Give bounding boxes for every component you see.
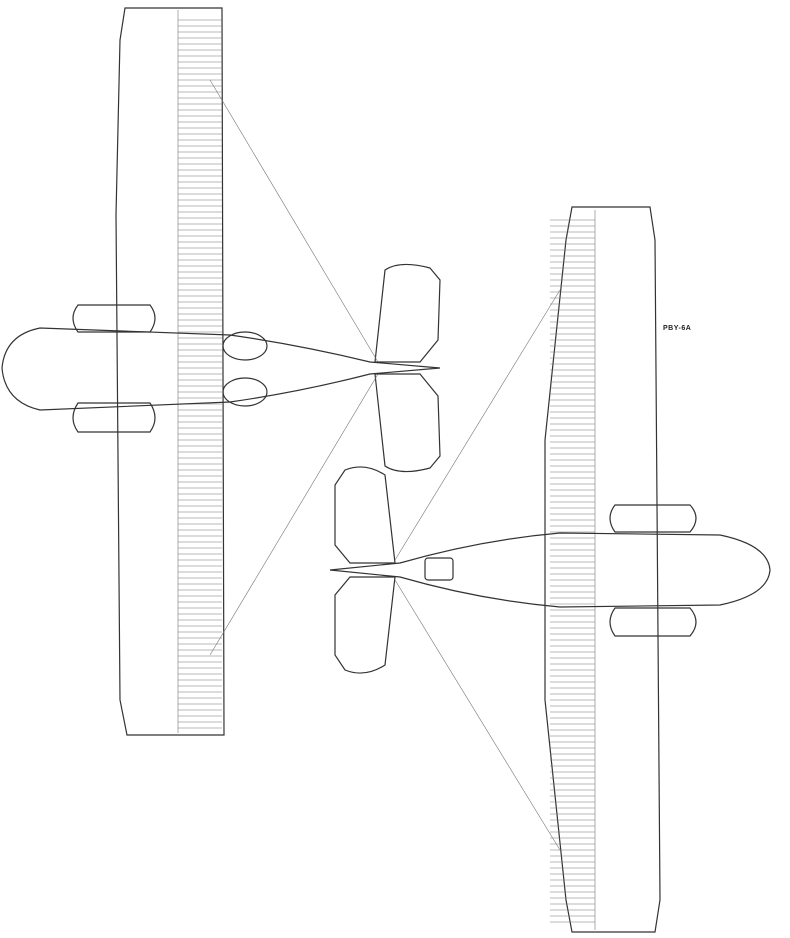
aircraft-top-view [1,7,441,736]
wing [115,7,225,736]
horizontal-stabilizer [374,263,441,363]
engine-nacelle [72,402,156,433]
horizontal-stabilizer [374,373,441,473]
engine-nacelle [72,304,156,333]
horizontal-stabilizer [334,576,396,674]
engine-nacelle [609,607,697,637]
wing [544,206,661,933]
engine-nacelle [609,504,697,533]
aircraft-bottom-view [329,206,771,933]
blister [222,377,268,407]
horizontal-stabilizer [334,466,396,564]
aircraft-designation-label: PBY-6A [663,325,692,332]
fuselage [1,327,441,411]
fuselage [329,532,771,608]
blister [222,331,268,361]
